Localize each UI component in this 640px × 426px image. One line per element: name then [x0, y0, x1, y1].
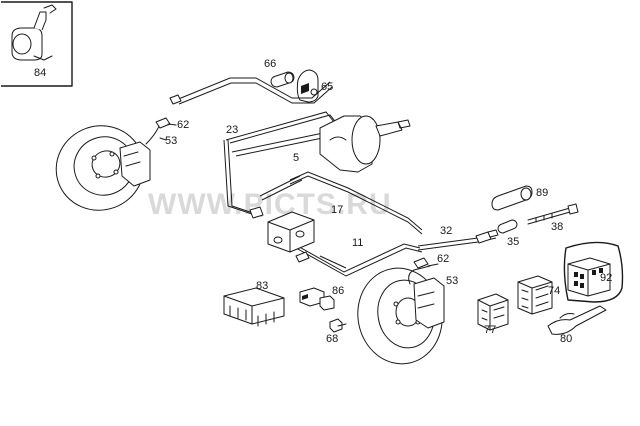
callout-23: 23 [226, 124, 238, 136]
callout-5: 5 [293, 152, 299, 164]
callout-80: 80 [560, 333, 572, 345]
leader-lines-left [159, 123, 177, 141]
callout-66: 66 [264, 58, 276, 70]
highlight-circle-92 [563, 241, 624, 303]
part-92-relay-block [567, 257, 611, 297]
part-86-sensor [299, 287, 335, 311]
callout-35: 35 [507, 236, 519, 248]
part-74-connector [517, 275, 553, 315]
callout-17: 17 [331, 204, 343, 216]
inset-frame-84 [1, 1, 73, 87]
brake-pipe-32 [417, 229, 499, 251]
brake-pipe-23 [169, 77, 333, 105]
callout-32: 32 [440, 225, 452, 237]
brake-pipe-11 [293, 243, 423, 277]
callout-53-upper: 53 [165, 135, 177, 147]
watermark: WWW.PICTS.RU [148, 188, 392, 221]
part-89-sleeve [491, 185, 533, 211]
brake-distributor-block [267, 211, 315, 263]
callout-84: 84 [34, 67, 46, 79]
brake-master-cylinder [319, 115, 411, 173]
part-65-pipe-clamp [296, 69, 319, 103]
part-77-connector [477, 293, 509, 331]
callout-62-lower: 62 [437, 253, 449, 265]
part-84-bracket-clip [11, 4, 57, 61]
callout-65: 65 [321, 81, 333, 93]
part-83-bracket [223, 287, 285, 327]
part-66-bushing [270, 71, 295, 88]
right-brake-hose [408, 257, 439, 285]
part-80-cable-tie [547, 305, 607, 335]
callout-11: 11 [352, 237, 363, 249]
part-38-bolt [527, 203, 579, 225]
left-brake-disc [55, 125, 145, 211]
callout-92: 92 [600, 272, 612, 284]
right-brake-caliper [413, 277, 445, 329]
callout-74: 74 [548, 285, 560, 297]
callout-53-lower: 53 [446, 275, 458, 287]
callout-83: 83 [256, 280, 268, 292]
part-35-union [497, 219, 518, 234]
callout-38: 38 [551, 221, 563, 233]
left-brake-caliper [119, 141, 151, 187]
part-68-switch [329, 318, 347, 333]
callout-89: 89 [536, 187, 548, 199]
callout-86: 86 [332, 285, 344, 297]
callout-77: 77 [484, 324, 496, 336]
callout-62-upper: 62 [177, 119, 189, 131]
callout-68: 68 [326, 333, 338, 345]
brake-pipe-17 [259, 171, 423, 235]
